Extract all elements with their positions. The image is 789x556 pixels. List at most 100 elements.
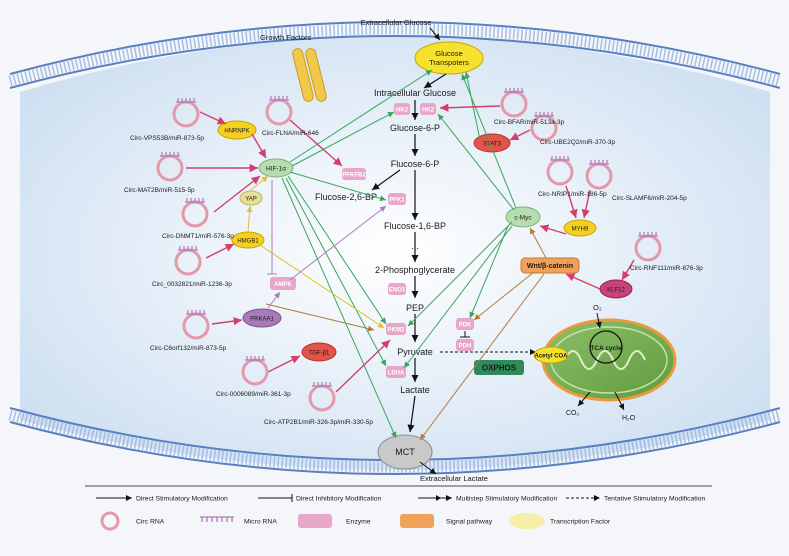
- extracellular-glucose-label: Extracellular Glucose: [361, 18, 432, 27]
- enzyme-eno1: ENO1: [388, 283, 406, 295]
- microrna-combs: [160, 88, 658, 387]
- factor-klf12: KLF12: [599, 279, 633, 299]
- h2o-label: H₂O: [622, 415, 636, 422]
- circ-rnf111-label: Circ-RNF111/miR-876-3p: [630, 265, 703, 272]
- glycolysis-axis: [371, 73, 447, 433]
- membrane-top: [8, 21, 782, 89]
- enzyme-pfkfb2-label: PFKFB2: [342, 173, 366, 179]
- enzyme-hk2-a-label: HK2: [396, 108, 409, 114]
- regulatory-arrows-brown: [265, 227, 547, 441]
- extracellular-lactate-label: Extracellular Lactate: [420, 474, 488, 483]
- enzyme-pkm2: PKM2: [386, 323, 406, 335]
- factor-stat3-label: STAT3: [483, 142, 501, 148]
- glucose-6-p: Glucose-6-P: [390, 123, 440, 133]
- factor-wnt-label: Wnt/β-catenin: [527, 263, 573, 270]
- legend: Direct Stimulatory Modification Direct I…: [85, 485, 712, 531]
- dots: ...: [411, 241, 419, 251]
- factor-myh9-label: MYH9: [572, 227, 589, 233]
- glucose-transporters: Glucose Transpoters: [414, 41, 484, 75]
- legend-tentative: Tentative Stimulatory Modification: [604, 496, 705, 503]
- legend-direct-inhib: Direct Inhibitory Modification: [296, 496, 382, 503]
- legend-signal: Signal pathway: [446, 519, 493, 526]
- factor-tgfb1-label: TGF-β1: [309, 351, 330, 357]
- circ-mat2b-label: Circ-MAT2B/miR-515-5p: [124, 187, 195, 194]
- legend-circ-rna: Circ RNA: [136, 519, 165, 526]
- enzyme-pkm2-label: PKM2: [388, 328, 405, 334]
- legend-micro-rna: Micro RNA: [244, 519, 277, 526]
- fructose-2-6-bp: Flucose-2,6-BP: [315, 192, 377, 202]
- factor-prkaa1: PRKAA1: [242, 308, 282, 328]
- factor-hnrnpk-label: HNRNPK: [224, 129, 249, 135]
- fructose-1-6-bp: Flucose-1,6-BP: [384, 221, 446, 231]
- circ-nrip1-label: Circ-NRIP1/miR-186-5p: [538, 191, 607, 198]
- oxphos-box: OXPHOS: [474, 360, 524, 375]
- circ-flna-label: Circ-FLNA/miR-646: [262, 130, 319, 137]
- enzyme-ldha: LDHA: [386, 366, 406, 378]
- enzyme-hk2-b-label: HK2: [422, 108, 435, 114]
- pyruvate: Pyruvate: [397, 347, 433, 357]
- circ-vps53b-label: Circ-VPS53B/miR-873-5p: [130, 135, 204, 142]
- factor-hmgb1-label: HMGB1: [237, 239, 259, 245]
- circ-0006089-label: Circ-0006089/miR-361-3p: [216, 391, 291, 398]
- circ-atp2b1-label: Circ-ATP2B1/miR-326-3p/miR-330-5p: [264, 419, 373, 426]
- legend-tf: Transcription Factor: [550, 519, 611, 526]
- legend-enzyme-swatch: [298, 514, 332, 528]
- regulatory-arrows-green: [281, 69, 517, 439]
- legend-multistep: Multistep Stimulatory Modification: [456, 496, 557, 503]
- legend-tf-swatch: [509, 513, 545, 529]
- mct-label: MCT: [395, 447, 415, 457]
- growth-factors-label: Growth Factors: [260, 33, 312, 42]
- lactate: Lactate: [400, 385, 430, 395]
- circ-c6orf132-label: Circ-C6orf132/miR-873-5p: [150, 345, 227, 352]
- enzyme-ldha-label: LDHA: [388, 371, 405, 377]
- factor-yap-label: YAP: [245, 197, 257, 203]
- circ-ube2q2-label: Circ-UBE2Q2/miR-370-3p: [540, 139, 616, 146]
- o2-label: O₂: [593, 303, 602, 312]
- legend-microrna-icon: [200, 516, 234, 522]
- growth-factor-receptor-icon: [292, 48, 327, 102]
- intracellular-glucose: Intracellular Glucose: [374, 88, 456, 98]
- legend-circ-rna-icon: [100, 511, 120, 531]
- circrna-icons: [156, 90, 662, 412]
- glucose-transporters-label-1: Glucose: [435, 49, 463, 58]
- factor-hif1a-label: HIF-1α: [266, 166, 286, 173]
- mitochondrion: TCA cycle Acetyl COA: [533, 318, 677, 402]
- factor-myh9: MYH9: [563, 219, 597, 237]
- circ-bfar-label: Circ-BFAR/miR-513a-3p: [494, 119, 564, 126]
- enzyme-eno1-label: ENO1: [389, 288, 406, 294]
- enzyme-pdh: PDH: [456, 339, 474, 351]
- factor-cmyc-label: c-Myc: [514, 215, 532, 222]
- enzyme-hk2-a: HK2: [394, 103, 410, 115]
- legend-direct-stim: Direct Stimulatory Modification: [136, 496, 228, 503]
- factor-stat3: STAT3: [473, 133, 511, 153]
- enzyme-ampk: AMPK: [270, 277, 296, 290]
- factor-cmyc: c-Myc: [505, 206, 541, 228]
- tca-cycle-label: TCA cycle: [590, 345, 622, 352]
- enzyme-pfkfb2: PFKFB2: [342, 168, 366, 180]
- regulatory-arrows-red: [186, 103, 635, 393]
- co2-label: CO₂: [566, 410, 580, 417]
- factor-prkaa1-label: PRKAA1: [250, 317, 274, 323]
- factor-hif1a: HIF-1α: [258, 158, 294, 178]
- enzyme-pfk1: PFK1: [388, 193, 406, 205]
- factor-klf12-label: KLF12: [607, 288, 625, 294]
- mct-transporter: MCT: [377, 434, 433, 470]
- legend-signal-swatch: [400, 514, 434, 528]
- pep: PEP: [406, 303, 424, 313]
- factor-wnt: Wnt/β-catenin: [520, 257, 580, 274]
- fructose-6-p: Flucose-6-P: [391, 159, 440, 169]
- factor-hmgb1: HMGB1: [231, 231, 265, 249]
- enzyme-hk2-b: HK2: [420, 103, 436, 115]
- circ-slamf6-label: Circ-SLAMF6/miR-204-5p: [612, 195, 687, 202]
- enzyme-pdk: PDK: [456, 318, 474, 330]
- glucose-transporters-label-2: Transpoters: [429, 58, 469, 67]
- enzyme-pfk1-label: PFK1: [389, 198, 405, 204]
- enzyme-pdk-label: PDK: [459, 323, 472, 329]
- acetyl-coa-label: Acetyl COA: [534, 354, 568, 360]
- regulatory-arrows-purple: [267, 180, 387, 309]
- factor-yap: YAP: [239, 190, 263, 206]
- circ-dnmt1-label: Circ-DNMT1/miR-576-3p: [162, 233, 234, 240]
- factor-tgfb1: TGF-β1: [301, 342, 337, 362]
